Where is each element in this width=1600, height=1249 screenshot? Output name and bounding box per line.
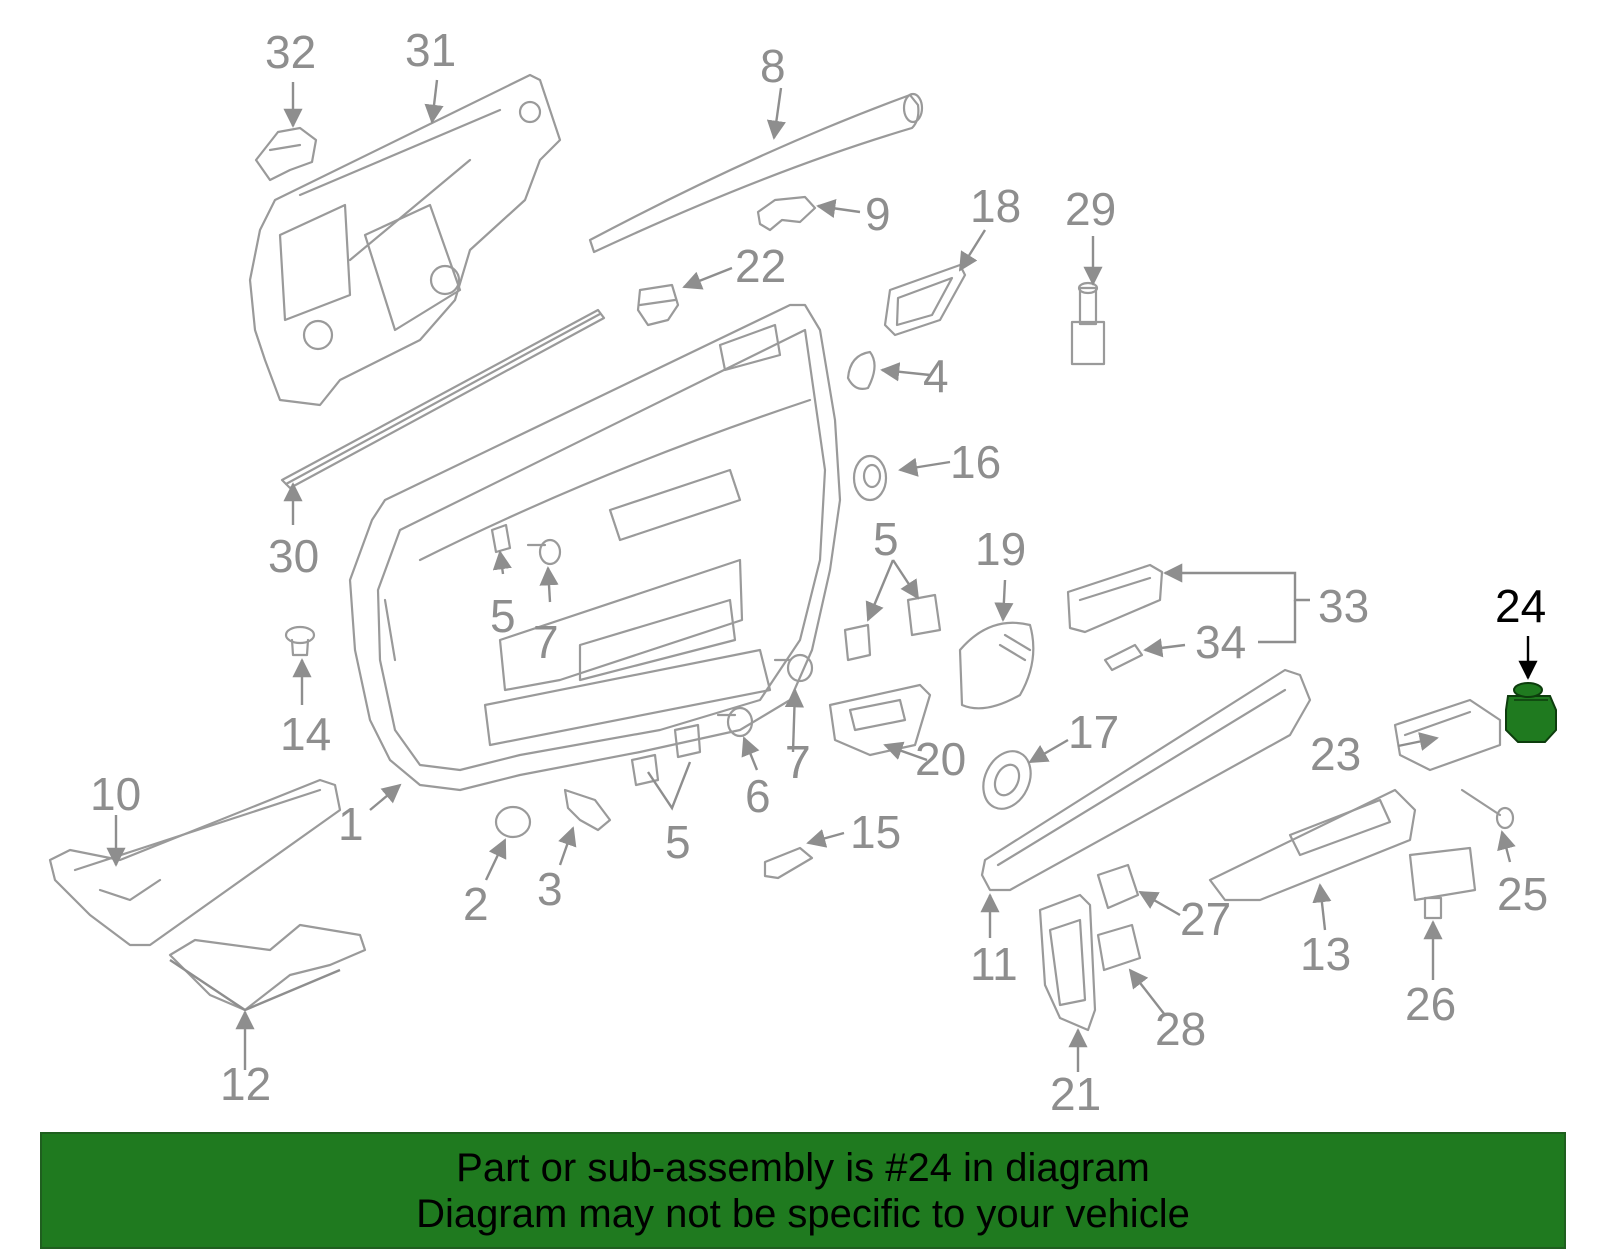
callout-13: 13: [1300, 928, 1351, 980]
part-27-switch: [1096, 863, 1140, 910]
part-14-plug: [284, 625, 316, 657]
part-19-mirror: [958, 621, 1035, 710]
part-2-plug: [494, 805, 532, 839]
callout-29: 29: [1065, 183, 1116, 235]
part-12-lower-trim: [168, 923, 367, 1012]
callout-27: 27: [1180, 893, 1231, 945]
part-32-bracket: [254, 126, 318, 182]
part-26-switch: [1408, 846, 1477, 920]
callout-7-b: 7: [785, 736, 811, 788]
banner-line-1: Part or sub-assembly is #24 in diagram: [456, 1145, 1150, 1190]
part-33-switch: [1066, 563, 1164, 634]
part-23-switch: [1393, 698, 1502, 772]
banner-line-2: Diagram may not be specific to your vehi…: [416, 1191, 1190, 1236]
part-7-screw-a: [526, 538, 562, 566]
callout-5-c: 5: [665, 816, 691, 868]
callout-2: 2: [463, 878, 489, 930]
part-24-knob-highlighted: [1505, 682, 1557, 743]
callout-3: 3: [537, 863, 563, 915]
part-7-screw-b: [773, 653, 814, 683]
part-15-light: [763, 846, 814, 880]
callout-8: 8: [760, 40, 786, 92]
part-5-clips-c: [630, 723, 702, 787]
callout-4: 4: [923, 350, 949, 402]
part-16-grommet: [852, 454, 888, 502]
callout-labels: 32 31 8 9 22 18 29 4 16 30 5 7 5 19 33 2…: [90, 24, 1548, 1120]
callout-10: 10: [90, 768, 141, 820]
callout-14: 14: [280, 708, 331, 760]
callout-9: 9: [865, 188, 891, 240]
callout-22: 22: [735, 240, 786, 292]
part-17-speaker: [982, 750, 1032, 810]
callout-21: 21: [1050, 1068, 1101, 1120]
parts-diagram: 32 31 8 9 22 18 29 4 16 30 5 7 5 19 33 2…: [48, 24, 1557, 1120]
callout-33: 33: [1318, 580, 1369, 632]
part-5-clip-a: [490, 523, 512, 554]
callout-31: 31: [405, 24, 456, 76]
callout-34: 34: [1195, 616, 1246, 668]
part-20-bracket: [828, 683, 932, 757]
callout-28: 28: [1155, 1003, 1206, 1055]
callout-18: 18: [970, 180, 1021, 232]
part-8-strip: [588, 92, 924, 254]
callout-12: 12: [220, 1058, 271, 1110]
callout-17: 17: [1068, 706, 1119, 758]
part-34-bulb: [1103, 643, 1144, 672]
callout-15: 15: [850, 806, 901, 858]
callout-32: 32: [265, 26, 316, 78]
callout-30: 30: [268, 530, 319, 582]
part-21-panel: [1038, 893, 1097, 1032]
callout-23: 23: [1310, 728, 1361, 780]
part-22-switch: [636, 283, 680, 327]
part-11-armrest: [980, 668, 1312, 892]
callout-20: 20: [915, 733, 966, 785]
part-1-door-panel: [348, 303, 842, 792]
info-banner: Part or sub-assembly is #24 in diagram D…: [40, 1132, 1566, 1249]
callout-1: 1: [338, 798, 364, 850]
part-29-knob: [1070, 281, 1106, 366]
callout-25: 25: [1497, 868, 1548, 920]
callout-19: 19: [975, 523, 1026, 575]
leader-lines: [106, 79, 1538, 1072]
part-31-door-frame: [248, 73, 562, 407]
part-9-clip: [756, 195, 817, 232]
callout-7-c: 7: [785, 736, 811, 788]
part-25-pin: [1460, 788, 1515, 830]
part-18-handle-trim: [883, 263, 967, 337]
callout-6: 6: [745, 770, 771, 822]
part-28-switch: [1096, 923, 1142, 972]
part-3-clip: [563, 788, 612, 832]
callout-16: 16: [950, 436, 1001, 488]
callout-26: 26: [1405, 978, 1456, 1030]
part-4-cap: [846, 350, 876, 390]
callout-5-a: 5: [490, 590, 516, 642]
callout-11: 11: [970, 938, 1018, 990]
part-6-screw: [716, 706, 754, 738]
part-5-clips-b: [843, 593, 942, 662]
callout-24-highlighted: 24: [1495, 580, 1546, 632]
part-30-seal: [280, 308, 606, 490]
callout-5-b: 5: [873, 513, 899, 565]
part-13-handle: [1208, 788, 1417, 902]
callout-7-a: 7: [533, 616, 559, 668]
